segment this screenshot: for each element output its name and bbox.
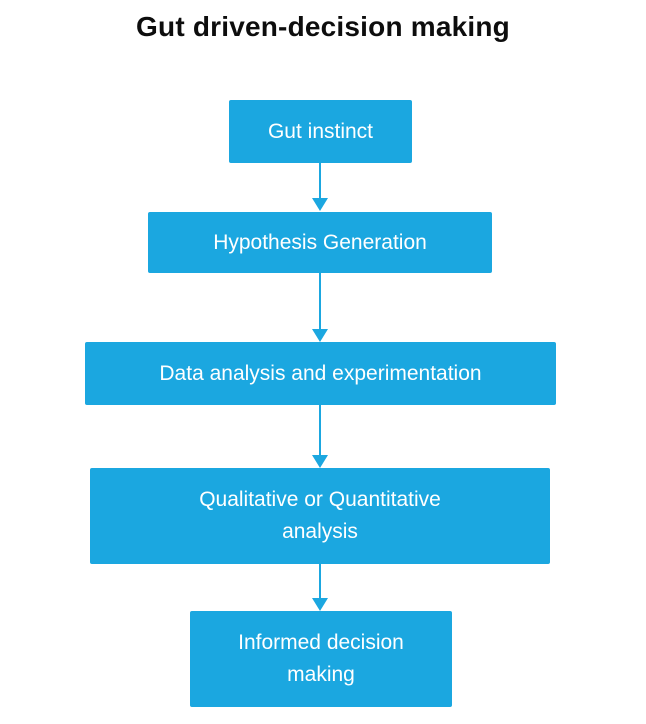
- arrow-down-icon: [312, 598, 328, 611]
- arrow-down-icon: [312, 329, 328, 342]
- flow-step-data-analysis-experimentation: Data analysis and experimentation: [85, 342, 556, 405]
- flow-connector-4: [312, 564, 328, 611]
- arrow-shaft: [319, 273, 321, 329]
- diagram-title: Gut driven-decision making: [136, 11, 510, 42]
- flow-step-label: Data analysis and experimentation: [159, 361, 482, 385]
- flow-connector-2: [312, 273, 328, 342]
- arrow-down-icon: [312, 455, 328, 468]
- arrow-down-icon: [312, 198, 328, 211]
- flow-connector-3: [312, 405, 328, 468]
- flow-step-label: Informed decision making: [238, 631, 404, 686]
- flow-step-gut-instinct: Gut instinct: [229, 100, 412, 163]
- arrow-shaft: [319, 405, 321, 455]
- flow-step-informed-decision-making: Informed decision making: [190, 611, 452, 707]
- arrow-shaft: [319, 564, 321, 598]
- flow-step-hypothesis-generation: Hypothesis Generation: [148, 212, 492, 273]
- flow-step-qualitative-quantitative-analysis: Qualitative or Quantitative analysis: [90, 468, 550, 564]
- flow-step-label: Hypothesis Generation: [213, 230, 427, 254]
- flow-connector-1: [312, 163, 328, 211]
- arrow-shaft: [319, 163, 321, 198]
- flow-step-label: Gut instinct: [267, 119, 374, 143]
- flow-step-label: Qualitative or Quantitative analysis: [199, 488, 441, 543]
